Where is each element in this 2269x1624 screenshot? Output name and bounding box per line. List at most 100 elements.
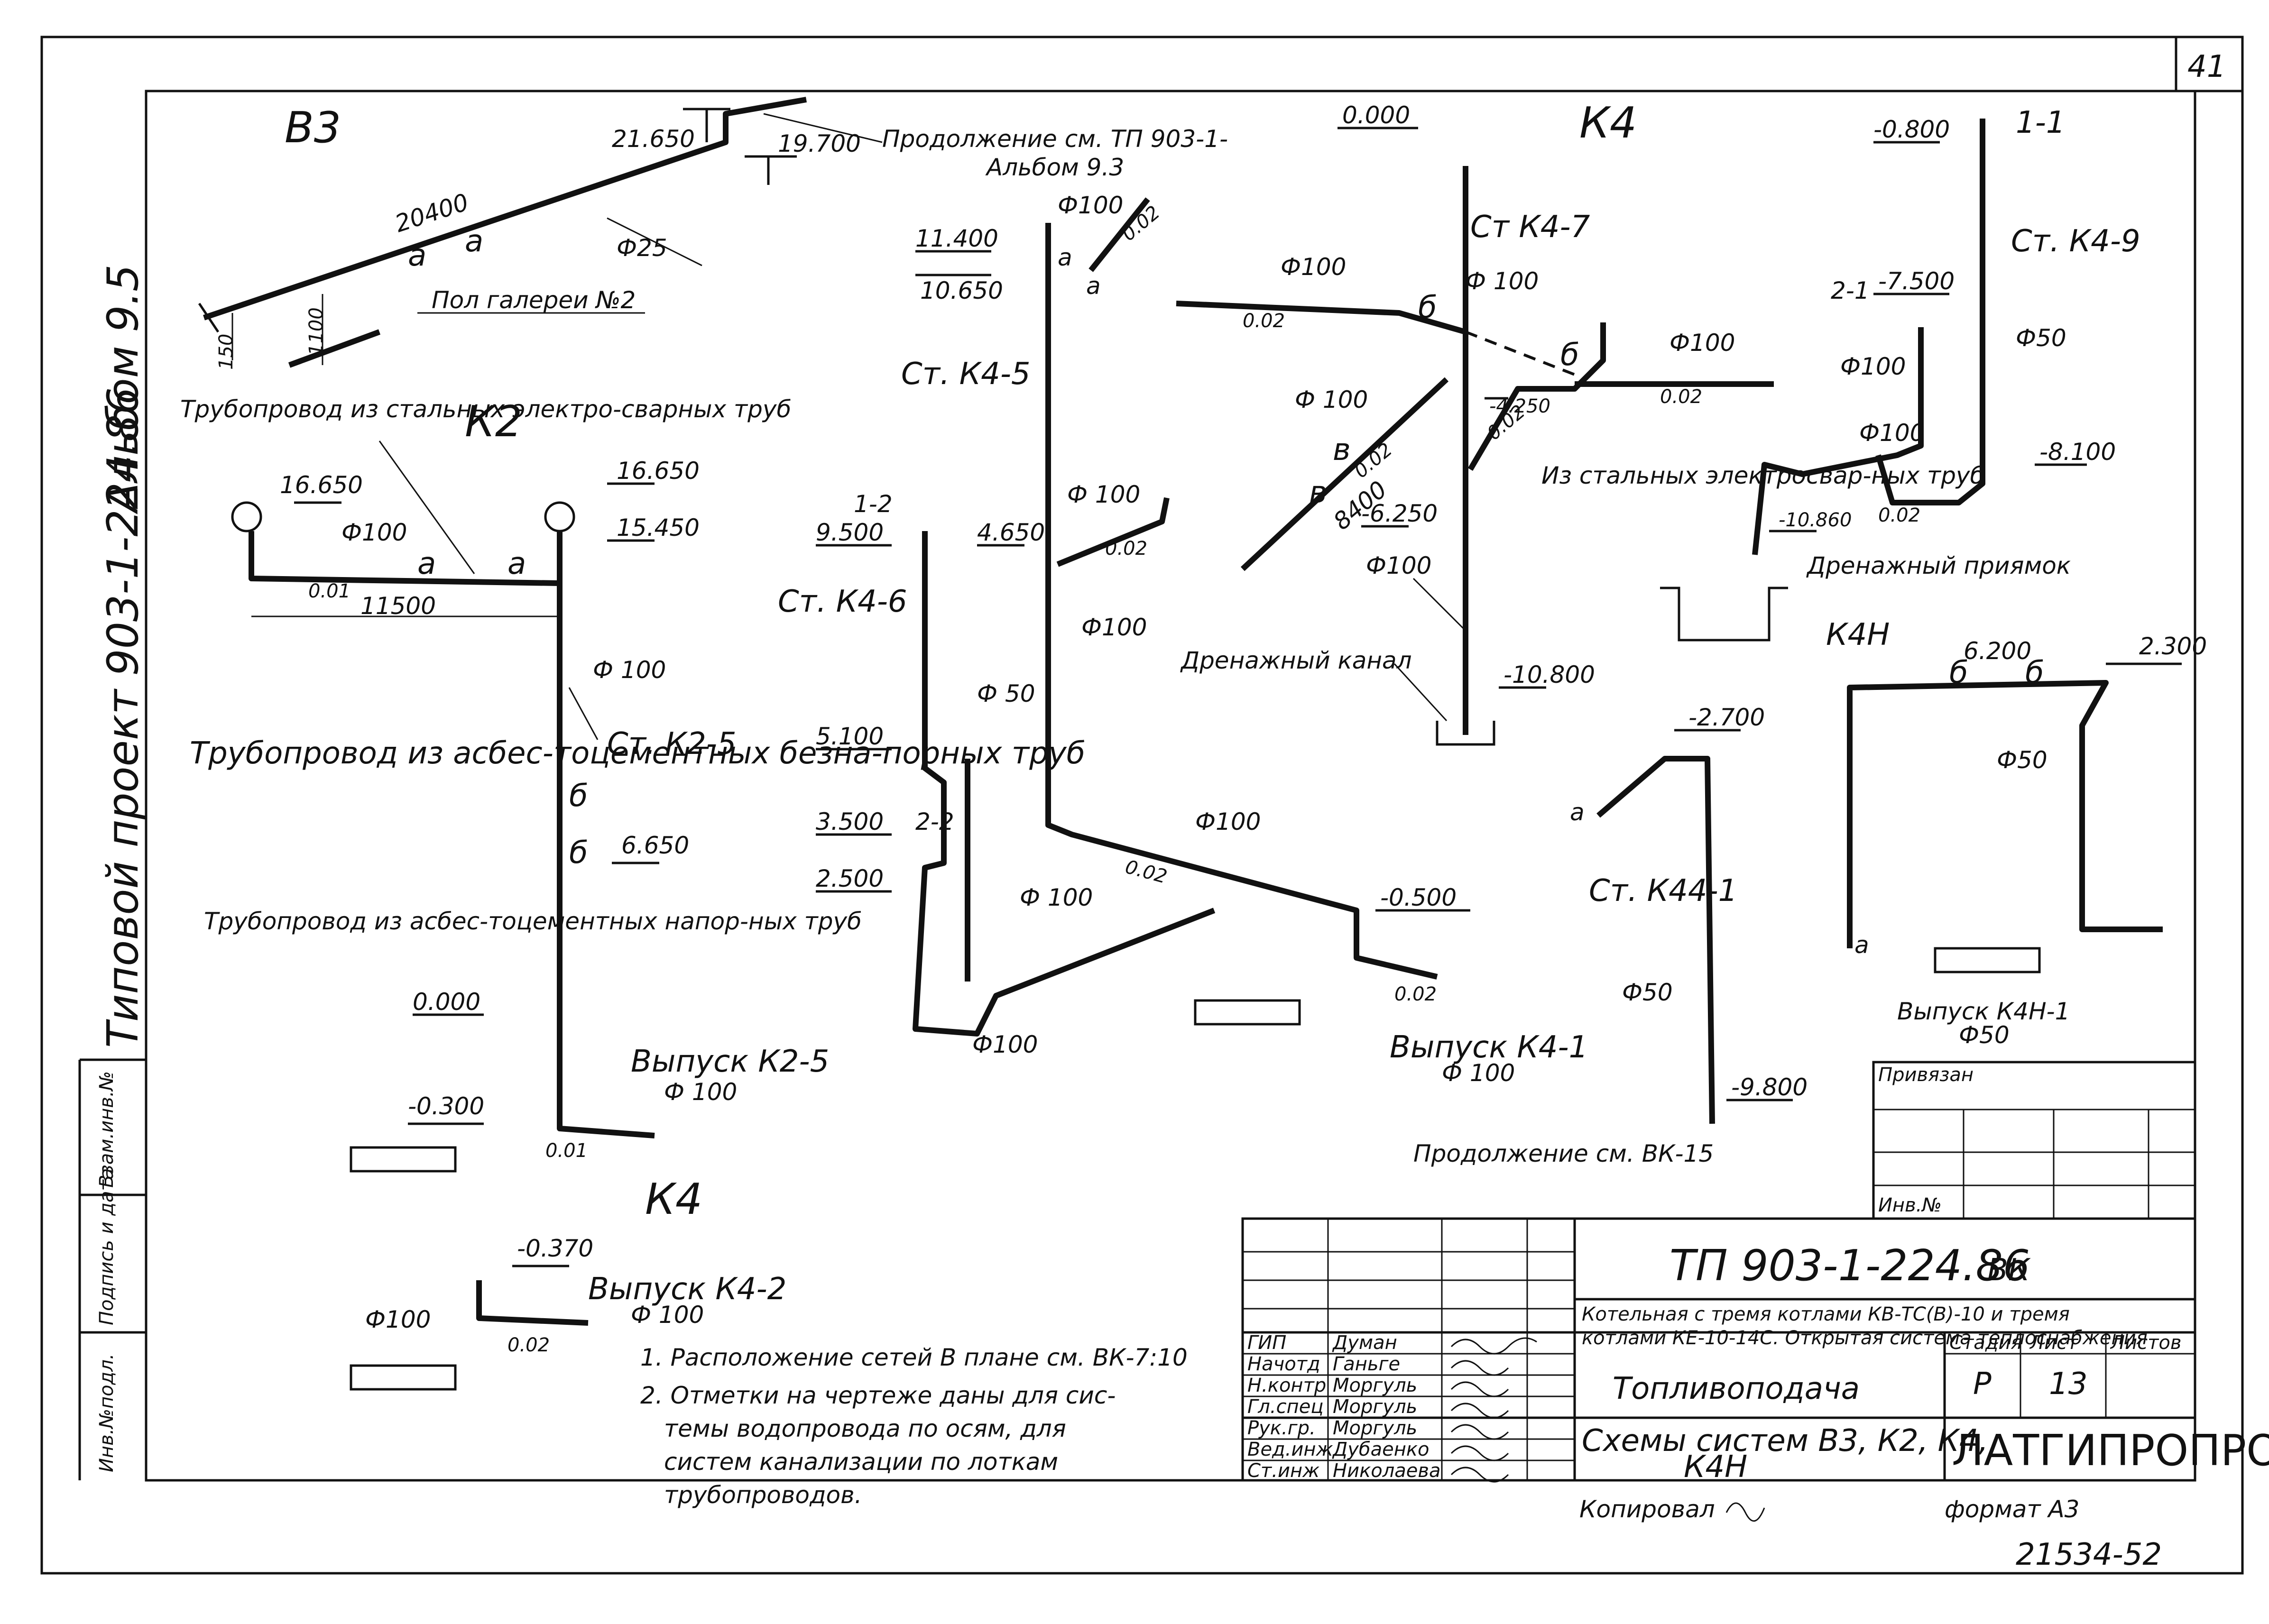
tb-stage-label: Стадия <box>1949 1332 2022 1354</box>
k2-riser-leader <box>568 687 599 740</box>
k2-pipe-steel: Трубопровод из стальных электро-сварных … <box>180 395 791 423</box>
tb-role-4: Рук.гр. <box>1247 1417 1316 1439</box>
k4-riser7: Ст К4-7 <box>1470 210 1590 245</box>
tb-drawing2: К4Н <box>1684 1450 1747 1485</box>
binding-label: Привязан <box>1878 1064 1974 1086</box>
titleblock-frame <box>1241 1217 2196 1482</box>
k4-mark-4650: 4.650 <box>977 519 1045 546</box>
k411-sec: 1-1 <box>2016 105 2066 140</box>
tb-drawing1: Схемы систем В3, К2, К4, <box>1582 1423 1988 1459</box>
k4-node-a2: а <box>1086 272 1101 300</box>
k4-sec12: 1-2 <box>854 490 893 518</box>
k411-d50: Ф50 <box>2016 324 2066 352</box>
k2-mark2: 16.650 <box>617 457 700 485</box>
k4-outlet-diam: Ф 100 <box>1442 1059 1515 1087</box>
v3-end <box>198 303 220 333</box>
k2-steel-leader <box>378 440 475 574</box>
k4-node-v: в <box>1333 432 1351 468</box>
k411-d100b: Ф100 <box>1859 419 1925 447</box>
k4-mark-3500: 3.500 <box>816 808 884 835</box>
k2-fixture-left <box>231 501 262 532</box>
k411-slope: 0.02 <box>1878 505 1920 526</box>
side-project-title: Типовой проект 903-1-224.86 <box>98 387 148 1048</box>
k4h-node-b1: б <box>1949 655 1968 690</box>
k2-outlet-box <box>350 1146 457 1173</box>
k411-pit-shape <box>1660 587 1788 642</box>
note-2b: темы водопровода по осям, для <box>664 1415 1066 1442</box>
k44-pipe <box>1596 756 1715 1124</box>
k4-riser6: Ст. К4-6 <box>778 584 907 619</box>
k4-top-branch <box>1088 197 1150 272</box>
v3-h1: 150 <box>215 334 237 370</box>
k2-diam2: Ф 100 <box>593 656 666 684</box>
stamp-inv: Инв.№подл. <box>96 1353 118 1472</box>
v3-title: В3 <box>285 103 341 153</box>
copied-signature <box>1725 1502 1765 1522</box>
k4-d100-f: Ф100 <box>1058 192 1123 219</box>
note-1: 1. Расположение сетей В плане см. ВК-7:1… <box>640 1344 1188 1371</box>
k411-mark-8100: -8.100 <box>2039 438 2116 466</box>
k411-sec21: 2-1 <box>1831 277 1870 304</box>
k4h-title: К4Н <box>1826 617 1890 652</box>
k2-mark5: 0.000 <box>413 988 480 1016</box>
k4-mark-9500: 9.500 <box>816 519 884 546</box>
k4-channel <box>1436 721 1495 746</box>
k4-slope-h: 0.02 <box>1394 983 1437 1005</box>
v3-floor <box>288 329 381 368</box>
side-album: Альбом 9.5 <box>98 265 148 514</box>
k411-pit: Дренажный приямок <box>1806 552 2071 579</box>
v3-mark1: 21.650 <box>612 125 695 153</box>
k2-fixture-right <box>544 501 575 532</box>
signature <box>1450 1337 1537 1355</box>
tb-name-0: Думан <box>1332 1332 1397 1354</box>
tb-name-2: Моргуль <box>1333 1375 1417 1396</box>
k4h-outlet: Выпуск К4Н-1 <box>1897 998 2070 1025</box>
k4-mark-6250: -6.250 <box>1361 500 1438 527</box>
copied-label: Копировал <box>1579 1496 1715 1523</box>
k411-steel: Из стальных электросвар-ных труб <box>1541 462 1984 489</box>
note-2a: 2. Отметки на чертеже даны для сис- <box>640 1382 1116 1409</box>
v3-h2: 1100 <box>305 307 327 356</box>
tb-role-5: Вед.инж <box>1247 1439 1333 1460</box>
k4-branch-b <box>1176 301 1467 335</box>
k44-riser: Ст. К44-1 <box>1589 873 1737 908</box>
k2-pipe-press: Трубопровод из асбес-тоцементных напор-н… <box>204 908 862 935</box>
k4-dashed <box>1465 330 1576 376</box>
k4-small-title: К4 <box>645 1174 702 1224</box>
k4-outlet-box <box>1194 999 1301 1026</box>
k4-slope-a: 0.02 <box>1243 310 1285 332</box>
k4-d100e-leader <box>1412 578 1467 632</box>
k4-mark-m0500: -0.500 <box>1380 884 1457 911</box>
k2-pipe-nonpress: Трубопровод из асбес-тоцементных безна-п… <box>190 736 1085 771</box>
tb-name-1: Ганьге <box>1333 1353 1400 1375</box>
k4h-length: 6.200 <box>1964 637 2031 665</box>
k4-riser5: Ст. К4-5 <box>901 357 1031 392</box>
tb-role-3: Гл.спец <box>1247 1396 1324 1418</box>
signature <box>1450 1403 1509 1419</box>
k4-d100-g: Ф 100 <box>1067 481 1140 508</box>
tb-project: ТП 903-1-224.86 <box>1669 1241 2030 1291</box>
tb-part: Топливоподача <box>1613 1371 1860 1406</box>
k4-d50-a: Ф 50 <box>977 680 1035 707</box>
k2-riser-line <box>557 531 655 1138</box>
k4-d100-k: Ф100 <box>972 1031 1038 1058</box>
k411-d100: Ф100 <box>1840 353 1906 380</box>
signature <box>1450 1360 1509 1376</box>
k4-d100-i: Ф100 <box>1195 808 1261 835</box>
k4-node-a: а <box>1058 244 1072 271</box>
k4-small-outlet: Выпуск К4-2 <box>588 1272 786 1307</box>
k411-riser-line <box>1875 119 1985 505</box>
k2-branch <box>249 531 560 586</box>
v3-node-a2: а <box>465 224 483 259</box>
k2-slope2: 0.01 <box>545 1140 588 1162</box>
k4-d100-c: Ф100 <box>1669 329 1735 357</box>
tb-role-0: ГИП <box>1247 1332 1286 1354</box>
k4-small-box <box>350 1364 457 1391</box>
k4-riser6-line <box>913 531 1216 1037</box>
k4-d100-a: Ф100 <box>1281 253 1346 281</box>
sheet-number: 41 <box>2187 49 2226 84</box>
k2-node-b2: б <box>569 835 588 871</box>
k4-mid-branch <box>1056 497 1170 567</box>
k411-riser: Ст. К4-9 <box>2011 224 2140 259</box>
k2-mark1: 16.650 <box>280 471 363 499</box>
